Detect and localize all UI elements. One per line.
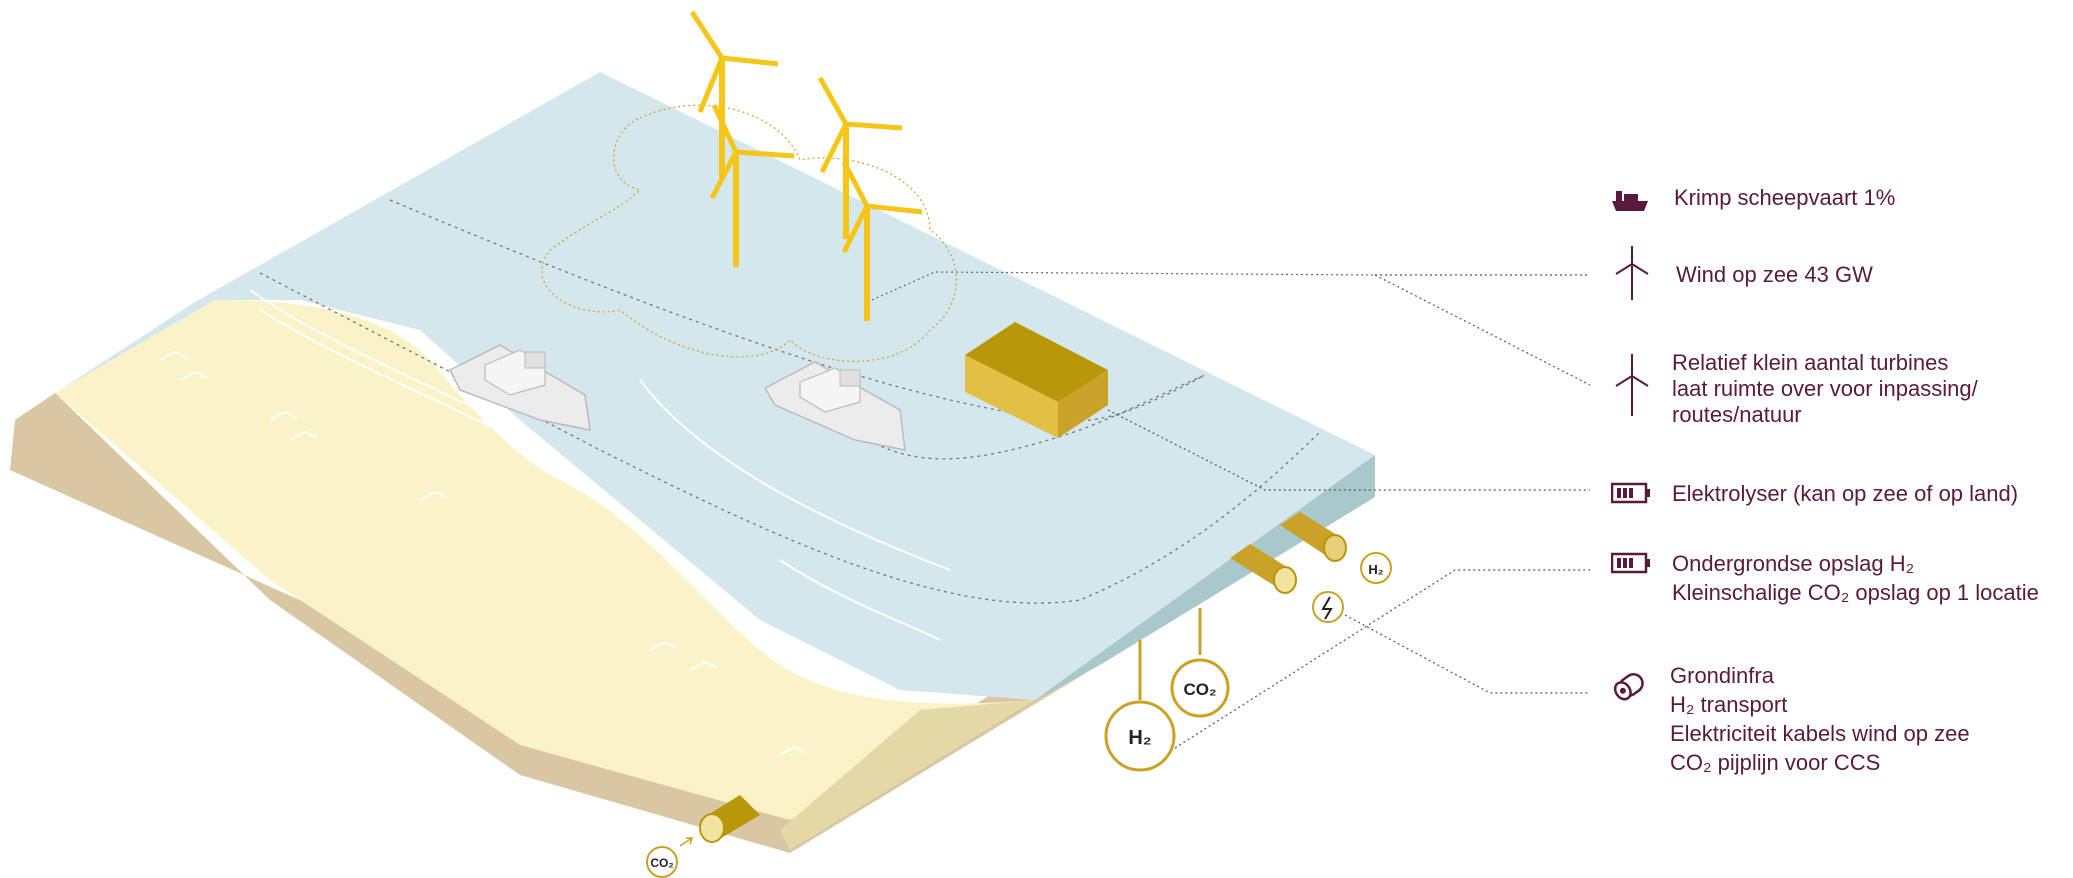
ship-icon [1612, 191, 1648, 211]
legend-wind-label: Wind op zee 43 GW [1676, 262, 1873, 287]
legend-storage: Ondergrondse opslag H₂ Kleinschalige CO₂… [1610, 549, 2039, 607]
co2-shore-arrow [679, 837, 694, 847]
beach-edge [780, 700, 1035, 850]
pipe-h2 [1280, 512, 1347, 562]
legend-wind: Wind op zee 43 GW [1612, 246, 1873, 300]
pipe-co2-shore [699, 795, 760, 843]
legend-infra-line-1: Grondinfra [1670, 663, 1774, 688]
legend-electrolyser-label: Elektrolyser (kan op zee of op land) [1672, 481, 2019, 506]
co2-shore-marker: CO₂ [646, 846, 678, 878]
pipe-icon [1613, 673, 1644, 701]
battery-icon [1611, 552, 1650, 574]
electricity-marker [1312, 591, 1344, 623]
battery-icon [1611, 482, 1650, 504]
legend-storage-line-1: Ondergrondse opslag H₂ [1672, 551, 1915, 576]
h2-pipe-label: H₂ [1368, 562, 1383, 577]
sea-surface [60, 72, 1375, 700]
legend-electrolyser: Elektrolyser (kan op zee of op land) [1610, 479, 2018, 508]
co2-storage-label: CO₂ [1183, 680, 1216, 699]
storage-leader-line [1344, 614, 1590, 694]
co2-storage-marker: CO₂ [1170, 658, 1230, 718]
electrolyser-leader-line [1107, 409, 1590, 491]
legend-turbines-line-2: laat ruimte over voor inpassing/ [1672, 376, 1978, 401]
pipe-cables [1230, 544, 1297, 594]
ship-2 [763, 361, 906, 451]
legend-infra: Grondinfra H₂ transport Elektriciteit ka… [1610, 661, 1970, 777]
beach [55, 300, 1035, 820]
infra-leader-line [1174, 569, 1590, 749]
turbines-leader-line [1374, 274, 1591, 386]
ship-1 [448, 344, 591, 431]
turbine-3 [817, 76, 903, 239]
offshore-energy-scene: H₂ CO₂ H₂ CO₂ [10, 10, 1591, 878]
wave-lines [159, 289, 951, 756]
legend-infra-line-3: Elektriciteit kabels wind op zee [1670, 721, 1970, 746]
wind-turbine-icon [1615, 246, 1649, 300]
h2-storage-label: H₂ [1128, 727, 1151, 749]
legend-turbines: Relatief klein aantal turbines laat ruim… [1610, 350, 1978, 428]
wind-turbine-icon [1615, 354, 1649, 416]
turbine-2 [709, 103, 795, 267]
legend-infra-line-2: H₂ transport [1670, 692, 1788, 717]
legend-storage-line-2: Kleinschalige CO₂ opslag op 1 locatie [1672, 580, 2039, 605]
h2-pipe-marker: H₂ [1360, 552, 1392, 584]
legend-turbines-line-1: Relatief klein aantal turbines [1672, 350, 1949, 375]
legend-shipping: Krimp scheepvaart 1% [1610, 183, 1895, 212]
co2-shore-label: CO₂ [650, 856, 673, 870]
shipping-routes [259, 199, 1321, 604]
electrolyser-box [965, 322, 1108, 438]
wind-turbines [689, 10, 923, 321]
h2-storage-marker: H₂ [1104, 700, 1176, 772]
legend-infra-line-4: CO₂ pijplijn voor CCS [1670, 750, 1881, 775]
turbine-4 [841, 160, 923, 321]
legend-turbines-line-3: routes/natuur [1672, 402, 1802, 427]
legend-shipping-label: Krimp scheepvaart 1% [1674, 185, 1896, 210]
